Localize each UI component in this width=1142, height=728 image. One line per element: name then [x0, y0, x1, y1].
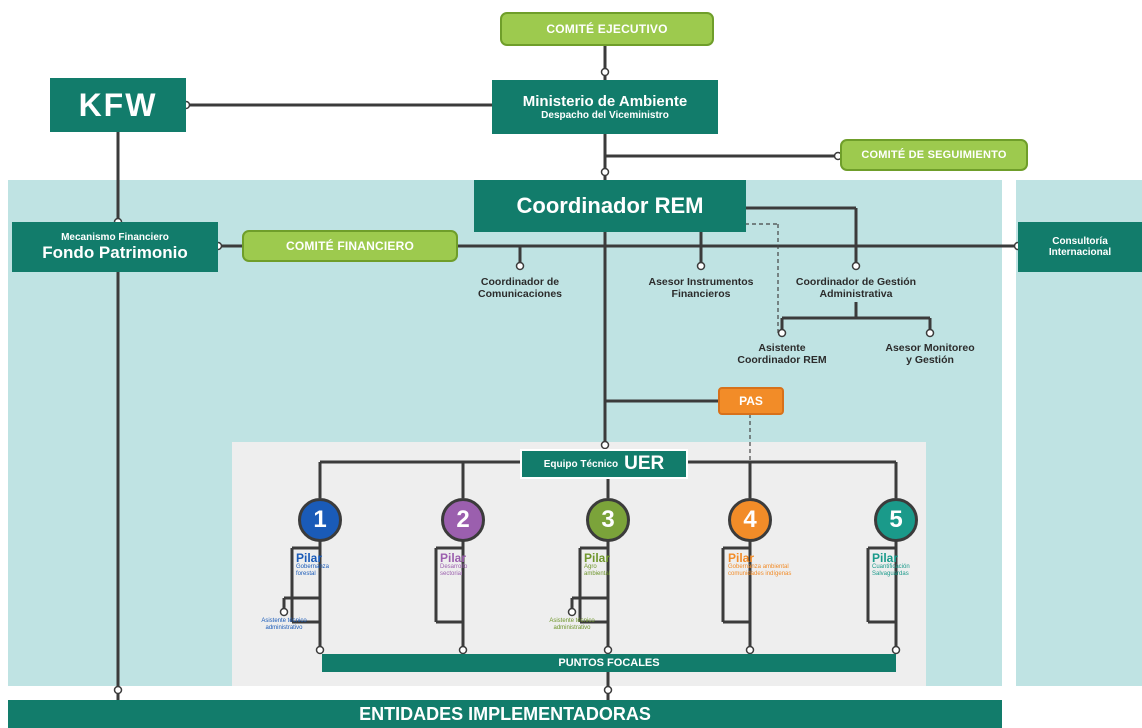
- pillar-1-circle: 1: [298, 498, 342, 542]
- fondo-patrimonio-box: Mecanismo Financiero Fondo Patrimonio: [12, 222, 218, 272]
- coordinador-rem-label: Coordinador REM: [516, 193, 704, 218]
- asistente-p1-line2: administrativo: [265, 625, 303, 631]
- asistente-p3-line1: Asistente técnico: [549, 618, 595, 624]
- pillar-1-title: Pilar: [296, 551, 323, 565]
- asistente-p1-line1: Asistente técnico: [261, 618, 307, 624]
- consultoria-line2: Internacional: [1048, 247, 1112, 258]
- pillar-3-sub2: ambiental: [584, 571, 611, 577]
- pillar-1-label: Pilar Gobernanza forestal: [296, 552, 356, 578]
- role-monitoreo: Asesor Monitoreo y Gestión: [866, 342, 994, 366]
- pillar-5-label: Pilar Cuantificación Salvaguardas: [872, 552, 932, 578]
- pillar-4-title: Pilar: [728, 551, 755, 565]
- equipo-uer-box: Equipo Técnico UER: [520, 449, 688, 479]
- pillar-1-sub2: forestal: [296, 571, 316, 577]
- comite-financiero-label: COMITÉ FINANCIERO: [285, 239, 415, 253]
- pillar-2-circle: 2: [441, 498, 485, 542]
- asistente-p3-label: Asistente técnico administrativo: [534, 618, 610, 632]
- coordinador-rem-box: Coordinador REM: [474, 180, 746, 232]
- pillar-5-title: Pilar: [872, 551, 899, 565]
- entidades-box: ENTIDADES IMPLEMENTADORAS: [8, 700, 1002, 728]
- role-comunicaciones: Coordinador de Comunicaciones: [462, 276, 578, 300]
- pillar-5-number: 5: [889, 506, 903, 533]
- pillar-2-number: 2: [456, 506, 470, 533]
- fondo-line2: Fondo Patrimonio: [42, 242, 188, 262]
- pillar-5-sub1: Cuantificación: [872, 564, 910, 570]
- comite-ejecutivo-box: COMITÉ EJECUTIVO: [500, 12, 714, 46]
- equipo-small: Equipo Técnico: [543, 458, 619, 470]
- role-comunicaciones-line2: Comunicaciones: [477, 288, 563, 300]
- pillar-3-label: Pilar Agro ambiental: [584, 552, 644, 578]
- pillar-4-number: 4: [743, 506, 757, 533]
- kfw-box: KFW: [50, 78, 186, 132]
- pillar-5-sub2: Salvaguardas: [872, 571, 909, 577]
- role-gestion-admin: Coordinador de Gestión Administrativa: [782, 276, 930, 300]
- fondo-line1: Mecanismo Financiero: [61, 231, 169, 243]
- role-asistente: Asistente Coordinador REM: [722, 342, 842, 366]
- role-instrumentos: Asesor Instrumentos Financieros: [636, 276, 766, 300]
- asistente-p1-label: Asistente técnico administrativo: [246, 618, 322, 632]
- role-comunicaciones-line1: Coordinador de: [480, 276, 560, 288]
- pillar-3-title: Pilar: [584, 551, 611, 565]
- pillar-2-label: Pilar Desarrollo sectorial: [440, 552, 500, 578]
- ministerio-title: Ministerio de Ambiente: [522, 93, 688, 110]
- comite-seguimiento-box: COMITÉ DE SEGUIMIENTO: [840, 139, 1028, 171]
- pillar-2-sub1: Desarrollo: [440, 564, 468, 570]
- pillar-2-sub2: sectorial: [440, 571, 463, 577]
- puntos-focales-box: PUNTOS FOCALES: [322, 654, 896, 672]
- kfw-label: KFW: [78, 86, 158, 123]
- role-monitoreo-line2: y Gestión: [906, 354, 954, 366]
- role-instrumentos-line1: Asesor Instrumentos: [648, 276, 754, 288]
- consultoria-line1: Consultoría: [1052, 236, 1108, 247]
- entidades-label: ENTIDADES IMPLEMENTADORAS: [359, 703, 651, 724]
- role-asistente-line1: Asistente: [758, 342, 806, 354]
- pillar-1-number: 1: [313, 506, 327, 533]
- asistente-p3-line2: administrativo: [553, 625, 591, 631]
- pillar-4-sub2: comunidades indígenas: [728, 571, 792, 577]
- pillar-3-number: 3: [601, 506, 615, 533]
- pas-box: PAS: [718, 387, 784, 415]
- consultoria-box: Consultoría Internacional: [1018, 222, 1142, 272]
- pillar-3-sub1: Agro: [584, 564, 597, 570]
- pillar-1-sub1: Gobernanza: [296, 564, 330, 570]
- pillar-4-sub1: Gobernanza ambiental: [728, 564, 789, 570]
- pillar-2-title: Pilar: [440, 551, 467, 565]
- comite-financiero-box: COMITÉ FINANCIERO: [242, 230, 458, 262]
- role-gestion-admin-line1: Coordinador de Gestión: [795, 276, 917, 288]
- comite-seguimiento-label: COMITÉ DE SEGUIMIENTO: [861, 149, 1007, 161]
- equipo-big: UER: [624, 453, 665, 474]
- ministerio-subtitle: Despacho del Viceministro: [541, 110, 669, 121]
- pillar-4-label: Pilar Gobernanza ambiental comunidades i…: [728, 552, 828, 578]
- comite-ejecutivo-label: COMITÉ EJECUTIVO: [546, 22, 668, 36]
- pas-label: PAS: [739, 394, 763, 408]
- ministerio-box: Ministerio de Ambiente Despacho del Vice…: [492, 80, 718, 134]
- role-instrumentos-line2: Financieros: [671, 288, 731, 300]
- role-asistente-line2: Coordinador REM: [737, 354, 827, 366]
- pillar-3-circle: 3: [586, 498, 630, 542]
- pillar-4-circle: 4: [728, 498, 772, 542]
- puntos-focales-label: PUNTOS FOCALES: [558, 657, 660, 669]
- role-gestion-admin-line2: Administrativa: [819, 288, 893, 300]
- role-monitoreo-line1: Asesor Monitoreo: [885, 342, 975, 354]
- pillar-5-circle: 5: [874, 498, 918, 542]
